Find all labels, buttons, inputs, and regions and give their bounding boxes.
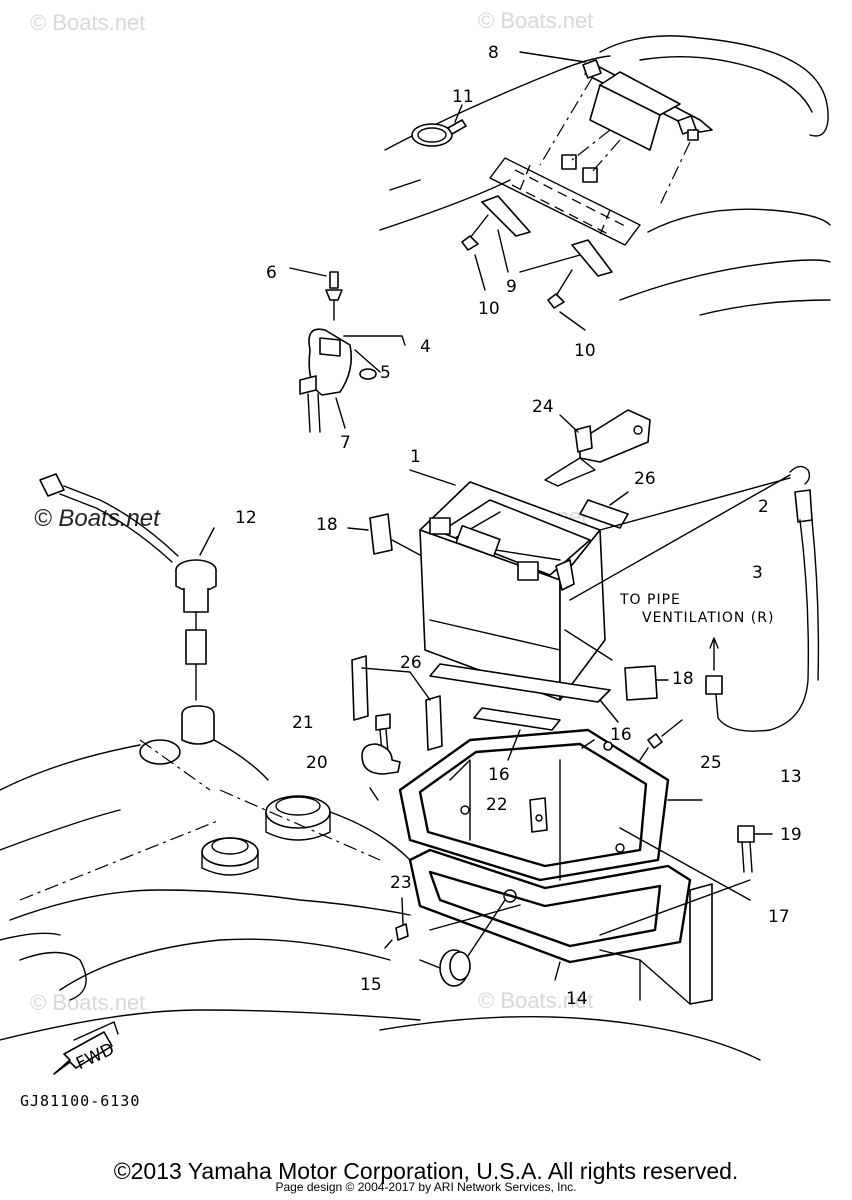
- callout-19: 19: [780, 825, 802, 845]
- grommet-parts-15-23: [384, 827, 751, 987]
- connector-part-12: [39, 473, 217, 701]
- callout-21: 21: [292, 713, 314, 733]
- bolt-part-19: [737, 825, 773, 873]
- callout-20: 20: [306, 753, 328, 773]
- pads-part-16-26: [351, 655, 619, 761]
- diagram-code: GJ81100-6130: [20, 1092, 141, 1110]
- screw-part-25: [639, 719, 683, 761]
- taillight-plate: [489, 157, 641, 246]
- callout-3: 3: [752, 563, 763, 583]
- taillight-part-8: [519, 51, 713, 206]
- callout-9: 9: [506, 277, 517, 297]
- bracket-part-24: [544, 409, 651, 487]
- callout-13: 13: [780, 767, 802, 787]
- callout-26: 26: [634, 469, 656, 489]
- holder-parts-4-7: [289, 267, 406, 433]
- callout-22: 22: [486, 795, 508, 815]
- note-to-pipe: TO PIPE: [619, 592, 681, 608]
- callout-25: 25: [700, 753, 722, 773]
- brackets-part-9: [461, 195, 613, 331]
- pad-part-26: [579, 491, 629, 529]
- callout-7: 7: [340, 433, 351, 453]
- callout-16: 16: [610, 725, 632, 745]
- pad-part-18: [347, 513, 421, 556]
- clip-parts-20-21: [361, 713, 401, 801]
- callout-10: 10: [478, 299, 500, 319]
- note-ventilation: VENTILATION (R): [642, 610, 774, 626]
- callout-5: 5: [380, 363, 391, 383]
- callout-17: 17: [768, 907, 790, 927]
- callout-8: 8: [488, 43, 499, 63]
- fwd-arrow-icon: FWD: [53, 1021, 119, 1075]
- callout-6: 6: [266, 263, 277, 283]
- callout-11: 11: [452, 87, 474, 107]
- callout-14: 14: [566, 989, 588, 1009]
- callout-18: 18: [316, 515, 338, 535]
- callout-16: 16: [488, 765, 510, 785]
- callout-1: 1: [410, 447, 421, 467]
- band-clamp-part-11: [411, 104, 467, 147]
- pad-part-18-right: [624, 665, 669, 701]
- callout-23: 23: [390, 873, 412, 893]
- callout-4: 4: [420, 337, 431, 357]
- battery-box-part-13: [398, 728, 713, 1005]
- callout-2: 2: [758, 497, 769, 517]
- copyright-text: ©2013 Yamaha Motor Corporation, U.S.A. A…: [113, 1158, 739, 1184]
- callout-18: 18: [672, 669, 694, 689]
- callout-12: 12: [235, 508, 257, 528]
- watermark: © Boats.net: [30, 10, 145, 35]
- watermark: © Boats.net: [478, 988, 593, 1013]
- left-body-outline: [0, 705, 761, 1061]
- watermark: © Boats.net: [478, 8, 593, 33]
- callout-10: 10: [574, 341, 596, 361]
- callout-24: 24: [532, 397, 554, 417]
- vent-hose-parts-2-3: [569, 465, 820, 732]
- callout-26: 26: [400, 653, 422, 673]
- callout-15: 15: [360, 975, 382, 995]
- page-design-credit: Page design © 2004-2017 by ARI Network S…: [275, 1180, 577, 1194]
- watermark: © Boats.net: [30, 990, 145, 1015]
- battery-part-1: [409, 469, 613, 701]
